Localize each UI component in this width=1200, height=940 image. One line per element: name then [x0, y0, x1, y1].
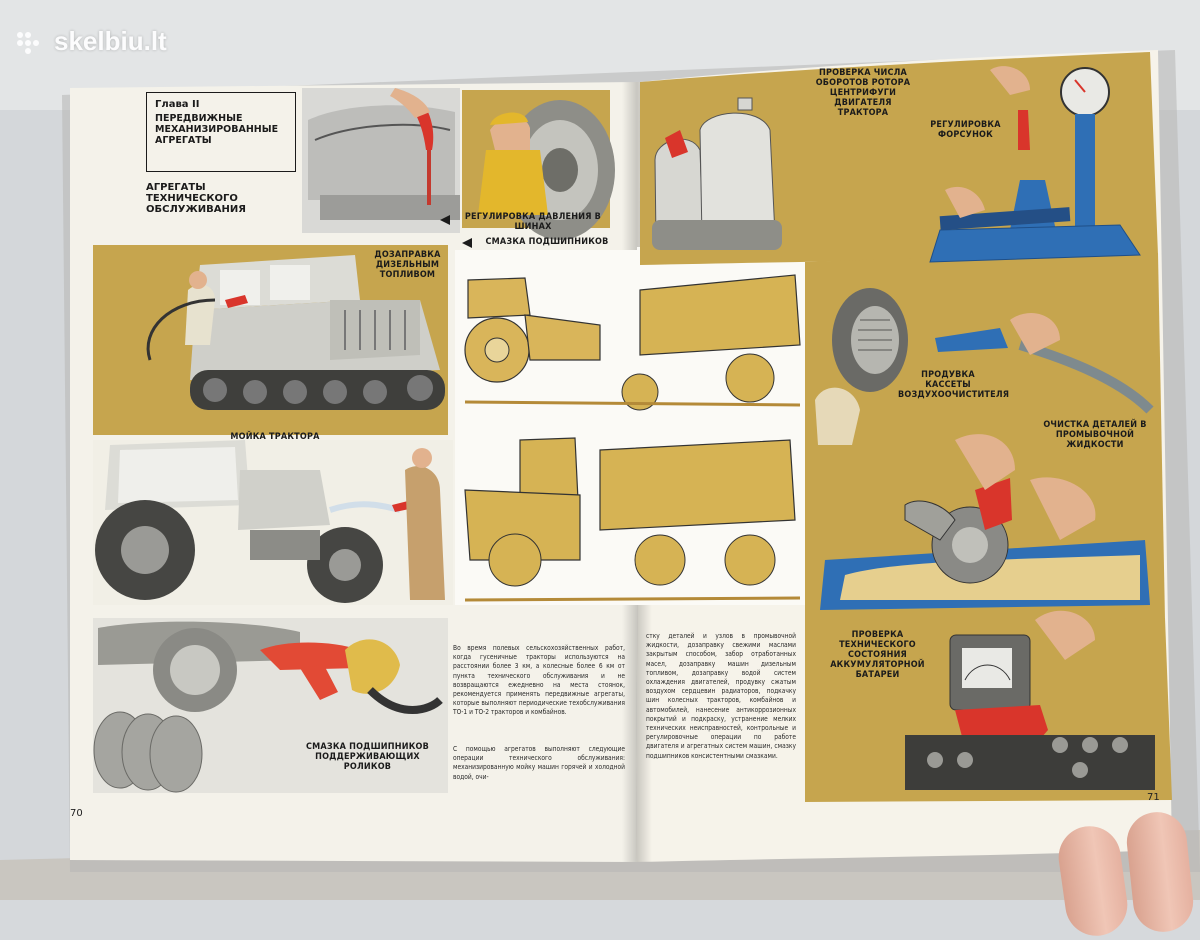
page-number-right: 71 [1147, 792, 1160, 803]
section-title: Агрегаты технического обслуживания [146, 182, 246, 215]
site-watermark: skelbiu.lt [14, 26, 167, 57]
page-number-left: 70 [70, 808, 83, 819]
label-cleaning: Очистка деталей в промывочной жидкости [1043, 420, 1147, 450]
chapter-number: Глава II [155, 99, 200, 110]
label-injectors: Регулировка форсунок [930, 120, 1001, 140]
label-centrifuge: Проверка числа оборотов ротора центрифуг… [815, 68, 911, 118]
chapter-box: Глава II Передвижные механизированные аг… [146, 92, 296, 172]
label-bearing-lube: Смазка подшипников [485, 237, 609, 247]
mechanic-figure [478, 150, 548, 215]
label-wash: Мойка трактора [230, 432, 320, 442]
left-body-paragraph-1: Во время полевых сельскохозяйственных ра… [453, 644, 625, 717]
label-battery: Проверка технического состояния аккумуля… [830, 630, 925, 680]
label-refuel: Дозаправка дизельным топливом [374, 250, 441, 280]
label-air-filter: Продувка кассеты воздухоочистителя [898, 370, 1010, 400]
watermark-text: skelbiu.lt [54, 26, 167, 56]
dots-logo-icon [17, 31, 39, 54]
chapter-title: Передвижные механизированные агрегаты [155, 113, 279, 146]
book-spread [0, 0, 1200, 900]
air-gun-icon [935, 328, 1008, 352]
crawler-track [190, 370, 445, 410]
right-body-paragraph: стку деталей и узлов в промывочной жидко… [646, 632, 796, 760]
label-roller-lube: Смазка подшипников поддерживающих ролико… [306, 742, 429, 772]
grease-gun-icon-2 [260, 642, 360, 670]
left-body-paragraph-2: С помощью агрегатов выполняют следующие … [453, 745, 625, 781]
label-tire-pressure: Регулировка давления в шинах [464, 212, 602, 232]
